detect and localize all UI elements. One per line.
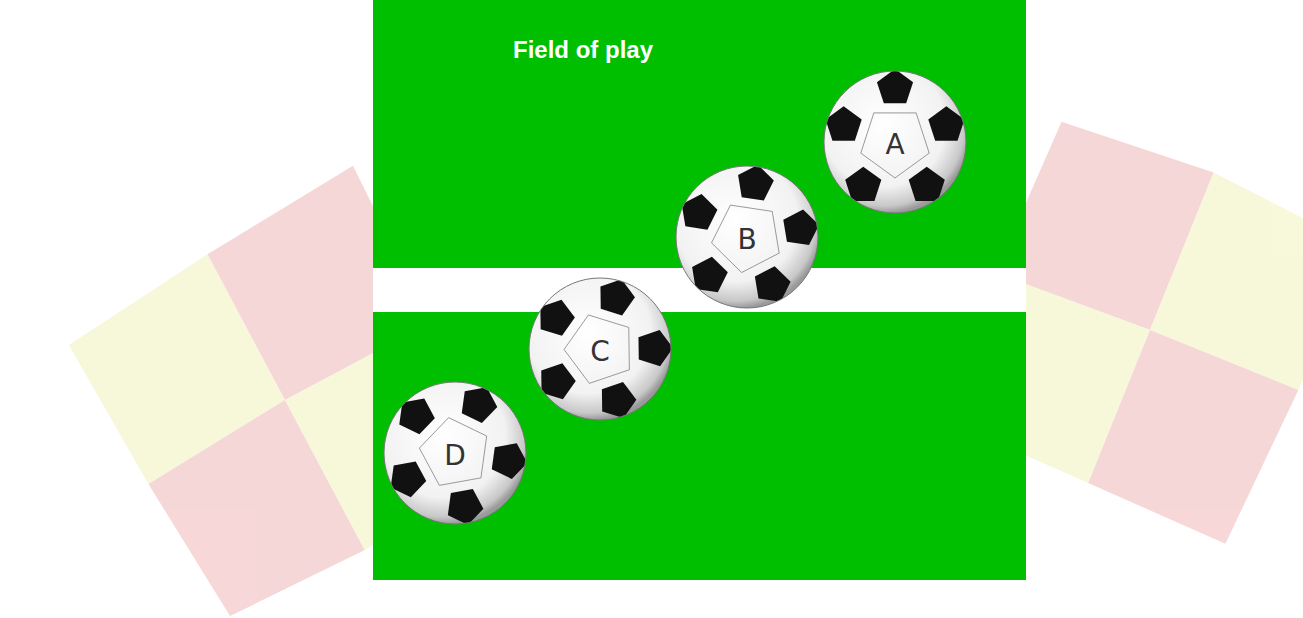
ball-seam — [916, 113, 929, 153]
ball-patch — [692, 257, 728, 293]
ball-patch — [877, 70, 913, 103]
ball-seam — [439, 478, 481, 486]
ball-seam — [711, 243, 741, 273]
ball-pattern — [682, 165, 819, 302]
ball-seam — [730, 205, 772, 211]
ball-patch — [540, 300, 575, 336]
ball-seam — [874, 112, 916, 113]
ball-patch — [845, 167, 881, 201]
ball-patch — [448, 489, 484, 525]
ball-letter: A — [885, 131, 904, 159]
soccer-ball: C — [528, 277, 672, 421]
ball-seam — [564, 349, 589, 383]
soccer-ball: B — [675, 165, 819, 309]
ball-patch — [738, 165, 774, 200]
soccer-ball: A — [823, 70, 967, 214]
ball-letter: D — [444, 442, 466, 470]
ball-seam — [588, 315, 629, 328]
ball-patch — [399, 399, 435, 435]
ball-outline — [824, 71, 966, 213]
ball-seam — [589, 370, 629, 384]
ball-patch — [492, 443, 527, 479]
ball-seam — [564, 315, 588, 350]
ball-outline — [384, 382, 526, 524]
ball-letter: C — [590, 338, 610, 366]
ball-pattern — [391, 387, 527, 525]
ball-patch — [783, 209, 819, 245]
ball-seam — [861, 113, 874, 153]
ball-seam — [481, 436, 487, 478]
ball-seam — [772, 211, 779, 253]
ball-patch — [638, 330, 672, 366]
field-of-play — [373, 0, 1026, 580]
ball-seam — [419, 448, 439, 485]
ball-seam — [628, 327, 630, 369]
ball-outline — [529, 278, 671, 420]
ball-letter: B — [737, 226, 756, 254]
ball-seam — [449, 418, 487, 436]
ball-patch — [909, 167, 945, 201]
ball-outline — [676, 166, 818, 308]
ball-patch — [541, 363, 576, 399]
ball-seam — [711, 205, 730, 243]
soccer-ball: D — [383, 381, 527, 525]
field-label: Field of play — [513, 36, 653, 65]
ball-seam — [742, 253, 780, 273]
